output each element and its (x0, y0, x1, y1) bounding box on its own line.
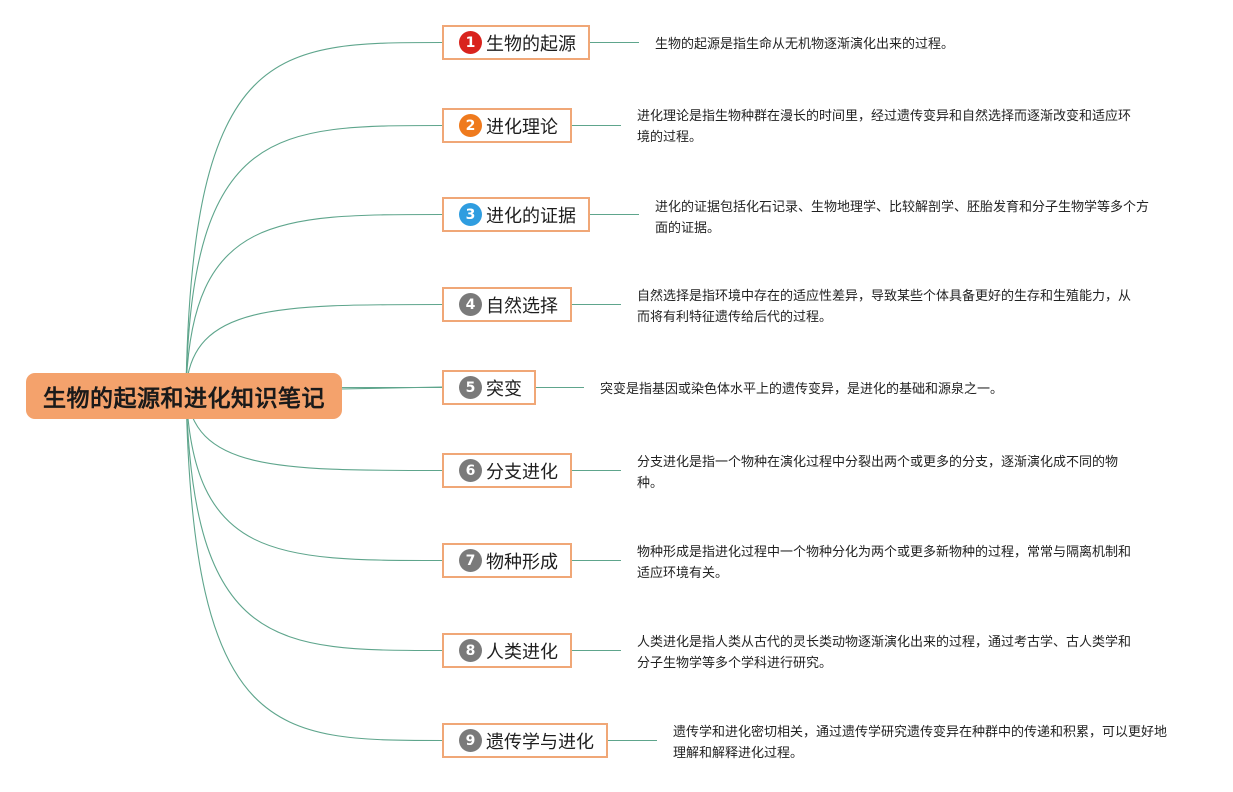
number-badge-icon: 6 (459, 459, 482, 482)
number-badge-icon: 1 (459, 31, 482, 54)
topic-evidence-of-evolution[interactable]: 3 进化的证据 (442, 197, 590, 232)
topic-speciation[interactable]: 7 物种形成 (442, 543, 572, 578)
branch-connector (185, 41, 443, 390)
topic-human-evolution[interactable]: 8 人类进化 (442, 633, 572, 668)
topic-description: 物种形成是指进化过程中一个物种分化为两个或更多新物种的过程，常常与隔离机制和适应… (637, 545, 1132, 581)
branch-connector (185, 124, 443, 390)
topic-evolution-theory[interactable]: 2 进化理论 (442, 108, 572, 143)
topic-description: 进化理论是指生物种群在漫长的时间里，经过遗传变异和自然选择而逐渐改变和适应环境的… (637, 109, 1132, 145)
branch-connector (185, 388, 443, 562)
topic-description: 自然选择是指环境中存在的适应性差异，导致某些个体具备更好的生存和生殖能力，从而将… (637, 289, 1132, 325)
topic-description: 遗传学和进化密切相关，通过遗传学研究遗传变异在种群中的传递和积累，可以更好地理解… (673, 725, 1168, 761)
topic-mutation[interactable]: 5 突变 (442, 370, 536, 405)
topic-label: 分支进化 (486, 461, 558, 483)
branch-connector (185, 388, 443, 652)
topic-label: 生物的起源 (486, 33, 576, 55)
topic-description: 分支进化是指一个物种在演化过程中分裂出两个或更多的分支，逐渐演化成不同的物种。 (637, 455, 1119, 491)
number-badge-icon: 9 (459, 729, 482, 752)
topic-description: 生物的起源是指生命从无机物逐渐演化出来的过程。 (655, 37, 955, 52)
topic-label: 自然选择 (486, 295, 558, 317)
number-badge-icon: 3 (459, 203, 482, 226)
topic-label: 遗传学与进化 (486, 731, 594, 753)
topic-label: 进化理论 (486, 116, 558, 138)
root-topic[interactable]: 生物的起源和进化知识笔记 (26, 373, 342, 419)
topic-label: 物种形成 (486, 551, 558, 573)
topic-genetics-and-evolution[interactable]: 9 遗传学与进化 (442, 723, 608, 758)
branch-connector (185, 303, 443, 390)
branch-connector (185, 388, 443, 742)
topic-branching-evolution[interactable]: 6 分支进化 (442, 453, 572, 488)
root-connector (341, 386, 443, 390)
topic-description: 进化的证据包括化石记录、生物地理学、比较解剖学、胚胎发育和分子生物学等多个方面的… (655, 200, 1150, 236)
number-badge-icon: 2 (459, 114, 482, 137)
topic-description: 突变是指基因或染色体水平上的遗传变异，是进化的基础和源泉之一。 (600, 382, 1004, 397)
topic-label: 突变 (486, 378, 522, 400)
number-badge-icon: 4 (459, 293, 482, 316)
topic-label: 进化的证据 (486, 205, 576, 227)
number-badge-icon: 7 (459, 549, 482, 572)
topic-label: 人类进化 (486, 641, 558, 663)
topic-description: 人类进化是指人类从古代的灵长类动物逐渐演化出来的过程，通过考古学、古人类学和分子… (637, 635, 1132, 671)
number-badge-icon: 8 (459, 639, 482, 662)
topic-natural-selection[interactable]: 4 自然选择 (442, 287, 572, 322)
topic-origin-of-life[interactable]: 1 生物的起源 (442, 25, 590, 60)
number-badge-icon: 5 (459, 376, 482, 399)
branch-connector (185, 213, 443, 390)
